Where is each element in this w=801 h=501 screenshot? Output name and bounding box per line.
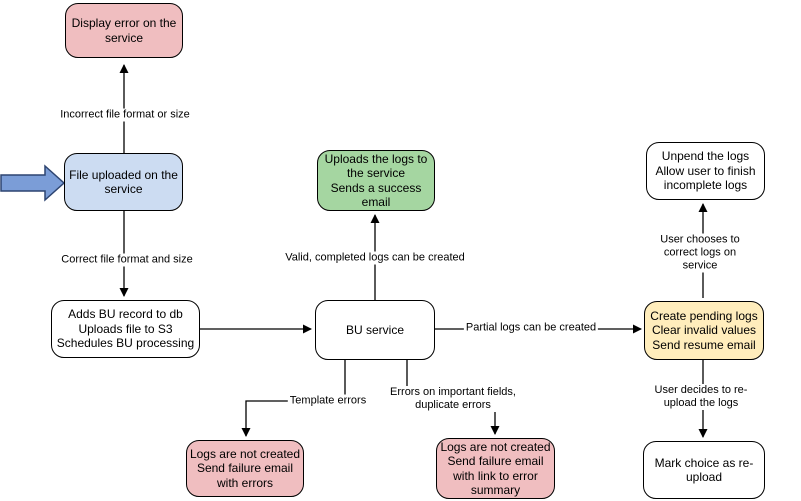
node-mark-reupload: Mark choice as re- upload	[643, 441, 765, 499]
label-template-errors: Template errors	[287, 394, 369, 408]
label-correct-format: Correct file format and size	[59, 253, 195, 267]
node-create-pending-logs: Create pending logs Clear invalid values…	[644, 301, 764, 360]
node-bu-service: BU service	[315, 300, 435, 360]
node-file-uploaded: File uploaded on the service	[64, 153, 183, 211]
entry-arrow-icon	[0, 164, 66, 202]
label-valid-logs: Valid, completed logs can be created	[283, 251, 467, 265]
label-errors-important-fields: Errors on important fields, duplicate er…	[388, 386, 518, 412]
label-partial-logs: Partial logs can be created	[463, 321, 599, 335]
node-logs-not-created-important: Logs are not created Send failure email …	[436, 438, 555, 499]
label-user-decides: User decides to re-upload the logs	[651, 384, 751, 410]
node-display-error: Display error on the service	[65, 3, 183, 58]
node-adds-bu-record: Adds BU record to db Uploads file to S3 …	[51, 300, 200, 358]
label-incorrect-format: Incorrect file format or size	[58, 108, 192, 122]
node-uploads-logs-success: Uploads the logs to the service Sends a …	[317, 150, 435, 211]
label-user-chooses: User chooses to correct logs on service	[649, 233, 751, 273]
node-logs-not-created-template: Logs are not created Send failure email …	[186, 440, 304, 497]
node-unpend-logs: Unpend the logs Allow user to finish inc…	[646, 142, 765, 200]
